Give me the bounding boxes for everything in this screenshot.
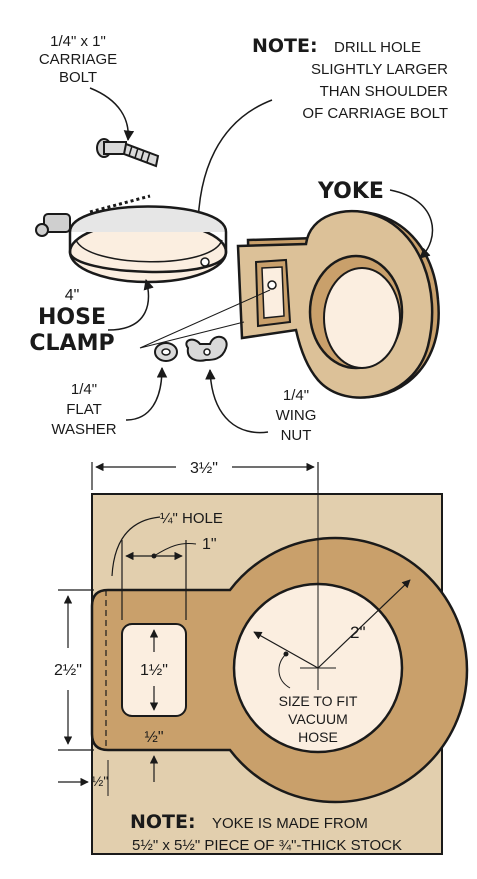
size-note: SIZE TO FIT VACUUM HOSE [279, 693, 358, 745]
svg-text:OF CARRIAGE BOLT: OF CARRIAGE BOLT [302, 105, 448, 122]
svg-text:1½": 1½" [140, 662, 168, 679]
dim-edge: ½" [58, 760, 109, 796]
svg-text:5½" x 5½" PIECE OF ¾"-THICK ST: 5½" x 5½" PIECE OF ¾"-THICK STOCK [132, 837, 402, 854]
svg-text:CARRIAGE: CARRIAGE [39, 51, 117, 68]
svg-text:1/4": 1/4" [71, 381, 97, 398]
flat-washer [154, 342, 178, 362]
dim-width: 3½" [91, 460, 319, 490]
nut-leader [205, 368, 269, 434]
hole-label: ¼" HOLE [160, 510, 223, 527]
svg-text:3½": 3½" [190, 460, 218, 477]
svg-text:2": 2" [350, 623, 366, 642]
svg-text:WASHER: WASHER [51, 421, 116, 438]
svg-text:WING: WING [276, 407, 317, 424]
wing-nut [185, 335, 228, 362]
svg-text:VACUUM: VACUUM [288, 711, 348, 727]
svg-text:2½": 2½" [54, 662, 82, 679]
svg-text:CLAMP: CLAMP [29, 331, 114, 356]
svg-text:FLAT: FLAT [66, 401, 102, 418]
yoke-3d [236, 209, 440, 399]
svg-text:HOSE: HOSE [38, 305, 106, 330]
size-note-leader [278, 653, 291, 689]
svg-text:DRILL HOLE: DRILL HOLE [334, 39, 421, 56]
svg-text:THAN SHOULDER: THAN SHOULDER [320, 83, 449, 100]
svg-text:1/4" x 1": 1/4" x 1" [50, 33, 106, 50]
hose-clamp [35, 194, 228, 284]
washer-leader [125, 366, 168, 421]
svg-text:NOTE:: NOTE: [130, 811, 196, 833]
svg-text:NUT: NUT [281, 427, 312, 444]
dim-hole-offset: 1" [121, 536, 217, 620]
svg-text:4": 4" [65, 287, 80, 304]
note-top: NOTE: DRILL HOLE SLIGHTLY LARGER THAN SH… [252, 35, 448, 122]
clamp-leader [107, 278, 154, 331]
dim-slot-bottom: ½" [144, 729, 163, 746]
svg-text:½": ½" [92, 773, 109, 789]
size-note-dot [283, 651, 289, 657]
flat-washer-label: 1/4" FLAT WASHER [51, 381, 116, 438]
hardware-leader [139, 289, 271, 349]
carriage-bolt [96, 138, 160, 168]
svg-text:SLIGHTLY LARGER: SLIGHTLY LARGER [311, 61, 448, 78]
bolt-leader [89, 87, 135, 142]
carriage-bolt-label: 1/4" x 1" CARRIAGE BOLT [39, 33, 117, 86]
svg-text:YOKE IS MADE FROM: YOKE IS MADE FROM [212, 815, 368, 832]
svg-text:1": 1" [202, 536, 217, 553]
note-bottom: NOTE: YOKE IS MADE FROM 5½" x 5½" PIECE … [130, 811, 402, 854]
hole-leader [111, 516, 161, 577]
svg-text:HOSE: HOSE [298, 729, 338, 745]
yoke-leader [389, 189, 434, 259]
yoke-label: YOKE [317, 179, 384, 204]
svg-text:BOLT: BOLT [59, 69, 97, 86]
svg-text:1/4": 1/4" [283, 387, 309, 404]
wing-nut-label: 1/4" WING NUT [276, 387, 317, 444]
dim-radius: 2" [253, 579, 411, 669]
dim-height: 2½" [54, 589, 94, 751]
svg-text:SIZE TO FIT: SIZE TO FIT [279, 693, 358, 709]
hose-clamp-label: 4" HOSE CLAMP [29, 287, 114, 356]
dim-slot: 1½" [140, 629, 168, 711]
svg-text:NOTE:: NOTE: [252, 35, 318, 57]
bolt-slot [121, 623, 187, 717]
